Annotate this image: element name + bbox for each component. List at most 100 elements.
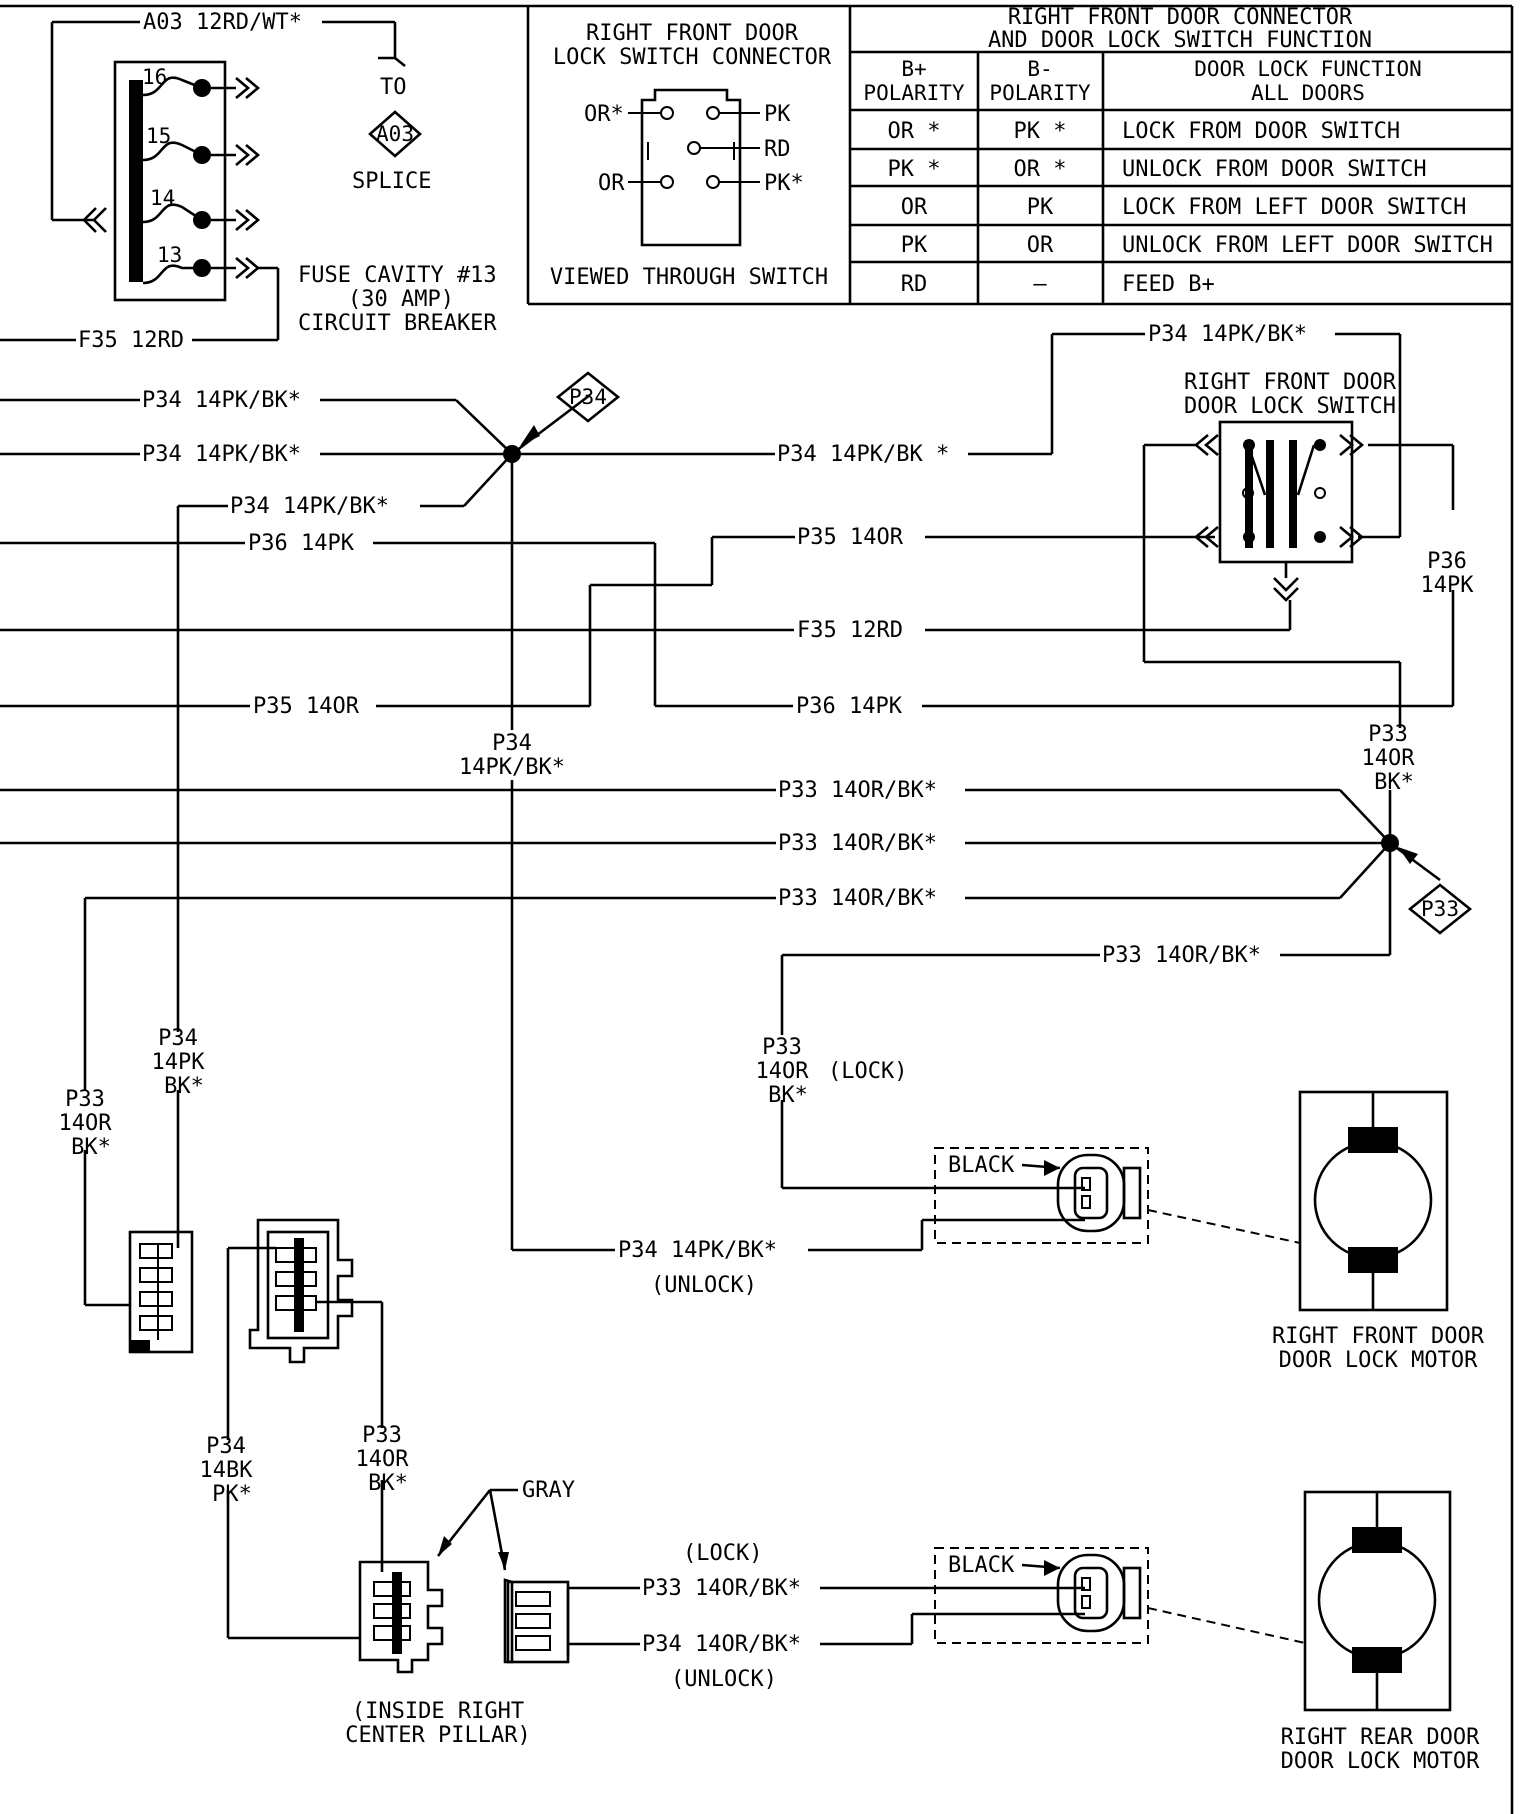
p33-low-vert-1: P33 [362, 1423, 402, 1448]
lock-label-2: (LOCK) [683, 1541, 762, 1566]
connector-a [128, 1230, 194, 1354]
fuse-cavity-label: FUSE CAVITY #13 [298, 263, 497, 288]
connector-b [228, 1218, 382, 1364]
f35-wire-label-mid: F35 12RD [797, 618, 903, 643]
p33-left-vert-3: BK* [71, 1135, 111, 1160]
p33-wire-label-a: P33 14OR/BK* [778, 778, 937, 803]
header-b-plus-polarity: POLARITY [863, 81, 965, 105]
pin-pk-label: PK [764, 102, 791, 127]
table-cell: OR [901, 195, 928, 220]
table-cell: PK * [1014, 119, 1067, 144]
switch-title-1: RIGHT FRONT DOOR [1184, 370, 1397, 395]
connector-title-2: LOCK SWITCH CONNECTOR [553, 45, 832, 70]
p34-left-vert-1: P34 [158, 1026, 198, 1051]
table-cell: OR * [1014, 157, 1067, 182]
black-label-front: BLACK [948, 1153, 1015, 1178]
table-cell: FEED B+ [1122, 272, 1215, 297]
p33-wire-label-d: P33 14OR/BK* [1102, 943, 1261, 968]
header-function: DOOR LOCK FUNCTION [1194, 57, 1422, 81]
p34-low-vert-2: 14BK [200, 1458, 254, 1483]
p34-low-vert-1: P34 [206, 1434, 246, 1459]
p36-wire-label-left: P36 14PK [248, 531, 355, 556]
p36-vert-label-1: P36 [1427, 549, 1467, 574]
rear-motor-label-1: RIGHT REAR DOOR [1281, 1725, 1480, 1750]
p35-wire-label-right: P35 14OR [797, 525, 904, 550]
table-title-1: RIGHT FRONT DOOR CONNECTOR [1008, 5, 1353, 30]
p34-rear-wire-label: P34 14OR/BK* [642, 1632, 801, 1657]
rear-motor: BLACK RIGHT REAR DOOR DOOR LOCK MOTOR [934, 1490, 1480, 1774]
p33-low-vert-3: BK* [368, 1471, 408, 1496]
table-cell: RD [901, 272, 928, 297]
a03-splice-ref: TO A03 SPLICE [352, 75, 431, 194]
p33-lock-label-1: P33 [762, 1035, 802, 1060]
pin-16: 16 [142, 65, 167, 89]
table-cell: PK [901, 233, 928, 258]
p33-splice-diamond: P33 [1421, 897, 1459, 921]
top-frame [0, 4, 1514, 1814]
p33-vert-label-2: 14OR [1362, 746, 1416, 771]
p34-wire-label-right: P34 14PK/BK * [777, 442, 949, 467]
p35-p36-f35-wires: P36 14PK P35 14OR F35 12RD P35 14OR P36 … [0, 443, 1475, 719]
splice-label: SPLICE [352, 169, 431, 194]
pin-14: 14 [150, 186, 175, 210]
a03-diamond-label: A03 [376, 122, 414, 146]
viewed-through-switch-label: VIEWED THROUGH SWITCH [550, 265, 828, 290]
table-cell: OR [1027, 233, 1054, 258]
header-b-minus-polarity: POLARITY [989, 81, 1091, 105]
lock-label: (LOCK) [828, 1059, 907, 1084]
p33-left-vert-2: 14OR [59, 1111, 113, 1136]
p34-wire-label-b: P34 14PK/BK* [142, 442, 301, 467]
black-label-rear: BLACK [948, 1553, 1015, 1578]
gray-label: GRAY [522, 1478, 575, 1503]
center-pillar-connectors: GRAY (INSIDE RIGHT CENTER PILLAR) (LOCK)… [345, 1478, 1085, 1748]
p34-wire-label-c: P34 14PK/BK* [230, 494, 389, 519]
table-cell: LOCK FROM DOOR SWITCH [1122, 119, 1400, 144]
switch-title-2: DOOR LOCK SWITCH [1184, 394, 1396, 419]
p34-switch-top-label: P34 14PK/BK* [1148, 322, 1307, 347]
p33-lock-label-3: BK* [768, 1083, 808, 1108]
pin-or-star-label: OR* [584, 102, 624, 127]
p34-low-vert-3: PK* [212, 1482, 252, 1507]
table-cell: PK [1027, 195, 1054, 220]
header-b-minus: B- [1027, 57, 1052, 81]
p33-wire-label-c: P33 14OR/BK* [778, 886, 937, 911]
fuse-label: FUSE CAVITY #13 (30 AMP) CIRCUIT BREAKER [298, 263, 497, 336]
header-b-plus: B+ [901, 57, 926, 81]
a03-wire-label: A03 12RD/WT* [143, 10, 302, 35]
p34-vert-label-1: P34 [492, 731, 532, 756]
front-motor: BLACK RIGHT FRONT DOOR DOOR LOCK MOTOR [934, 1090, 1485, 1373]
table-cell: PK * [888, 157, 941, 182]
left-connectors: P34 14PK BK* P33 14OR BK* [59, 1026, 409, 1640]
p34-left-vert-3: BK* [164, 1074, 204, 1099]
front-motor-label-1: RIGHT FRONT DOOR [1272, 1324, 1485, 1349]
function-table: RIGHT FRONT DOOR CONNECTOR AND DOOR LOCK… [850, 5, 1512, 304]
p33-vert-label-3: BK* [1374, 770, 1414, 795]
table-cell: UNLOCK FROM DOOR SWITCH [1122, 157, 1427, 182]
unlock-label-2: (UNLOCK) [671, 1667, 777, 1692]
p33-lock-label-2: 14OR [756, 1059, 810, 1084]
unlock-label: (UNLOCK) [651, 1273, 757, 1298]
p34-wires: P34 P34 14PK/BK* P34 14PK/BK* P34 14PK/B… [0, 322, 1402, 1298]
p33-left-vert-1: P33 [65, 1087, 105, 1112]
rear-motor-label-2: DOOR LOCK MOTOR [1281, 1749, 1480, 1774]
front-motor-label-2: DOOR LOCK MOTOR [1279, 1348, 1478, 1373]
p34-vert-label-2: 14PK/BK* [459, 755, 565, 780]
p36-vert-label-2: 14PK [1421, 573, 1475, 598]
pin-rd-label: RD [764, 137, 791, 162]
bus-bar [129, 80, 143, 282]
pin-pk-star-label: PK* [764, 171, 804, 196]
switch-connector-panel: RIGHT FRONT DOOR LOCK SWITCH CONNECTOR O… [550, 6, 852, 304]
table-cell: OR * [888, 119, 941, 144]
p33-wire-label-b: P33 14OR/BK* [778, 831, 937, 856]
p35-wire-label-left: P35 14OR [253, 694, 360, 719]
pillar-label-2: CENTER PILLAR) [345, 1723, 530, 1748]
door-lock-switch: RIGHT FRONT DOOR DOOR LOCK SWITCH [1142, 370, 1402, 728]
table-cell: LOCK FROM LEFT DOOR SWITCH [1122, 195, 1466, 220]
pin-13: 13 [157, 243, 182, 267]
pin-15: 15 [146, 124, 171, 148]
p33-rear-wire-label: P33 14OR/BK* [642, 1576, 801, 1601]
table-cell: — [1033, 272, 1047, 297]
f35-wire-label-top: F35 12RD [78, 328, 184, 353]
table-cell: UNLOCK FROM LEFT DOOR SWITCH [1122, 233, 1493, 258]
